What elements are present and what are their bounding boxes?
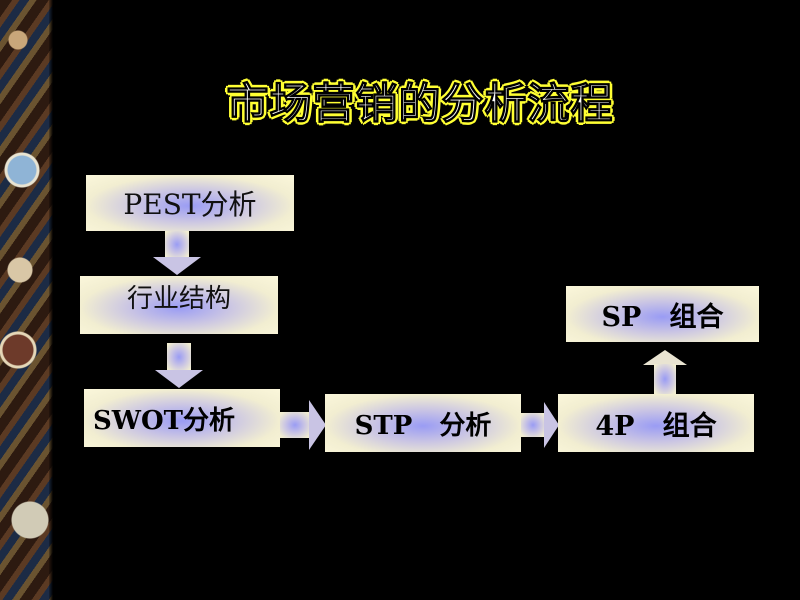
decorative-border-image bbox=[0, 0, 53, 600]
right-arrow-stp-to-4p bbox=[521, 402, 559, 448]
stp-analysis-box: STP 分析 bbox=[325, 394, 521, 452]
right-arrow-swot-to-stp bbox=[280, 400, 326, 450]
swot-analysis-box: SWOT分析 bbox=[84, 389, 280, 447]
up-arrow-4p-to-sp bbox=[643, 350, 687, 394]
four-p-combination-box: 4P 组合 bbox=[558, 394, 754, 452]
industry-structure-box: 行业结构 bbox=[80, 276, 278, 334]
down-arrow-pest-to-industry bbox=[153, 231, 201, 276]
sp-combination-box: SP 组合 bbox=[566, 286, 759, 342]
pest-analysis-box: PEST分析 bbox=[86, 175, 294, 231]
slide-title: 市场营销的分析流程 bbox=[226, 79, 614, 129]
down-arrow-industry-to-swot bbox=[155, 343, 203, 389]
